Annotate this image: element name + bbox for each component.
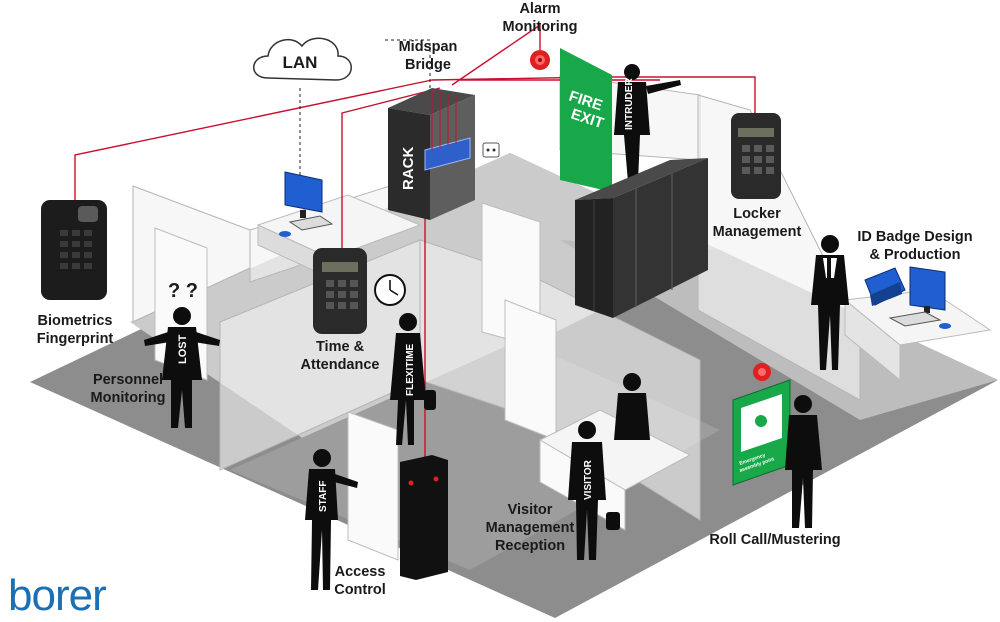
rack-icon: RACK	[388, 88, 475, 220]
time-attendance-label-1: Time &	[316, 339, 365, 355]
visitor-mgmt-label-3: Reception	[495, 538, 565, 554]
person-icon: LOST	[144, 307, 220, 428]
cloud-icon: LAN	[253, 37, 352, 81]
door-visitor	[504, 299, 557, 441]
midspan-label-1: Midspan	[399, 39, 458, 55]
borer-logo: borer	[8, 571, 106, 620]
midspan-label-2: Bridge	[405, 57, 451, 73]
person-icon: VISITOR	[568, 421, 620, 560]
access-control-label-2: Control	[334, 582, 386, 598]
desk-right-side	[844, 298, 901, 382]
intruder-person-icon: INTRUDER	[614, 64, 681, 182]
person-icon	[785, 395, 822, 528]
locker-label-1: Locker	[733, 206, 781, 222]
person-icon	[614, 373, 650, 440]
lost-label: LOST	[177, 334, 189, 364]
alarm-label-2: Monitoring	[503, 19, 578, 35]
visitor-mgmt-label-2: Management	[486, 520, 575, 536]
access-control-label-1: Access	[335, 564, 386, 580]
wire-alarm	[451, 23, 541, 86]
door-front	[347, 411, 399, 561]
computer-icon	[279, 171, 334, 237]
time-clock-terminal-icon	[313, 248, 367, 334]
personnel-label-1: Personnel	[93, 372, 163, 388]
locker-reader-icon	[731, 113, 781, 199]
visitor-mgmt-label-1: Visitor	[508, 502, 553, 518]
rack-label: RACK	[400, 147, 417, 190]
roll-call-label: Roll Call/Mustering	[709, 532, 840, 548]
staff-label: STAFF	[318, 481, 329, 512]
person-icon: FLEXITIME	[390, 313, 436, 445]
personnel-label-2: Monitoring	[91, 390, 166, 406]
access-reader-icon	[400, 455, 448, 580]
biometrics-label-2: Fingerprint	[37, 331, 114, 347]
id-badge-label-1: ID Badge Design	[857, 229, 972, 245]
lan-label: LAN	[283, 53, 318, 72]
wire-time-attendance	[341, 87, 441, 250]
lan-link	[385, 39, 431, 95]
person-icon	[811, 235, 849, 370]
badge-printer-icon	[864, 267, 906, 306]
alarm-bell-icon	[530, 50, 550, 70]
fingerprint-reader-icon	[41, 200, 107, 300]
alarm-bell-icon	[753, 363, 771, 381]
wall-clock-icon	[374, 274, 406, 306]
desks	[256, 194, 992, 531]
visitor-label: VISITOR	[583, 459, 594, 500]
person-icon: STAFF	[305, 449, 358, 590]
fire-exit-sign-icon: FIRE EXIT	[560, 48, 612, 192]
wire-locker	[431, 76, 756, 115]
question-marks: ? ?	[168, 280, 198, 302]
id-badge-label-2: & Production	[869, 247, 960, 263]
flexitime-label: FLEXITIME	[405, 343, 416, 396]
locker-label-2: Management	[713, 224, 802, 240]
alarm-label-1: Alarm	[519, 1, 560, 17]
time-attendance-label-2: Attendance	[301, 357, 380, 373]
biometrics-label-1: Biometrics	[38, 313, 113, 329]
computer-icon	[888, 266, 951, 329]
locker-cabinets-icon	[575, 158, 708, 318]
assembly-point-sign-icon: Emergency assembly point	[732, 379, 791, 486]
intruder-label: INTRUDER	[624, 78, 635, 130]
wire-biometrics	[74, 79, 433, 200]
power-socket-icon	[482, 142, 500, 158]
